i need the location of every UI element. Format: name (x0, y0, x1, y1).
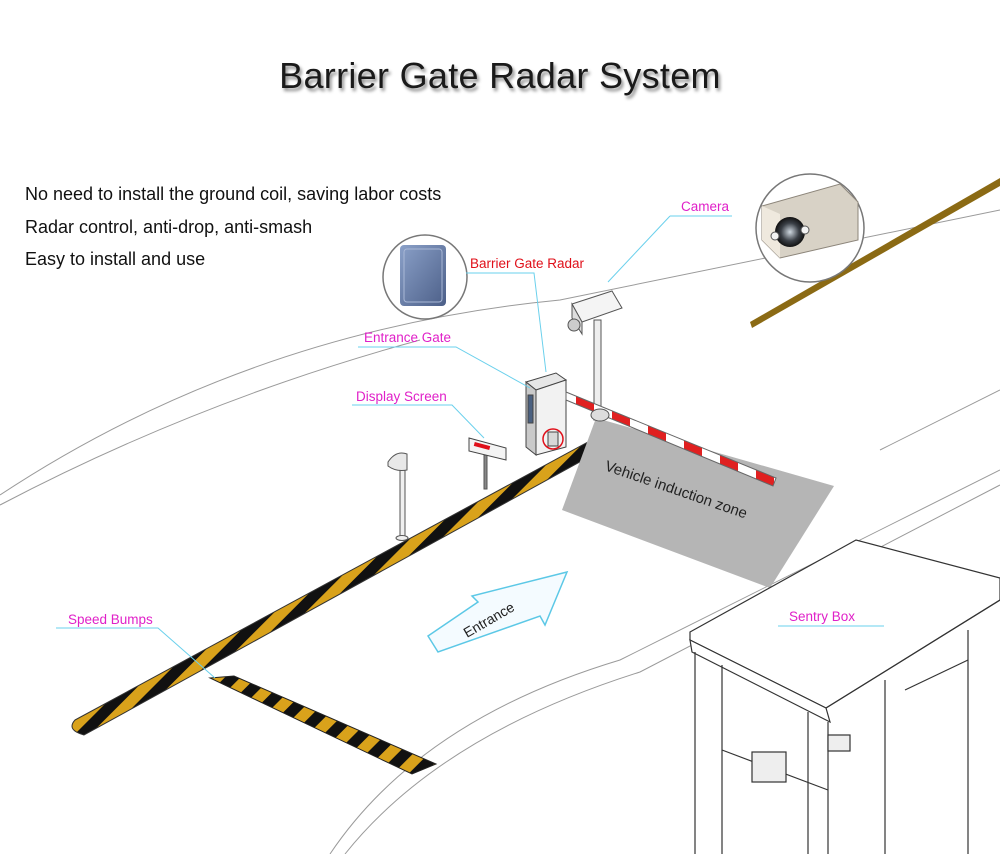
speed-bump (208, 675, 438, 775)
feature-line-3: Easy to install and use (25, 249, 206, 269)
feature-line-2: Radar control, anti-drop, anti-smash (25, 217, 313, 237)
induction-zone (562, 418, 834, 588)
road-outlines (0, 209, 1000, 855)
radar-inset (382, 234, 468, 320)
feature-line-1: No need to install the ground coil, savi… (25, 184, 442, 204)
perspective-bar (750, 178, 1000, 328)
diagram-title: Barrier Gate Radar System (279, 55, 721, 96)
sentry-box (689, 539, 1000, 854)
radar-label: Barrier Gate Radar (470, 256, 585, 271)
hazard-curb (71, 429, 617, 736)
leader-lines (56, 215, 884, 679)
entrance-gate-label: Entrance Gate (364, 330, 452, 345)
entrance-arrow (426, 570, 569, 653)
barrier-boom-arm (565, 391, 777, 487)
camera-inset (755, 173, 865, 283)
camera-pole (567, 290, 623, 421)
display-screen-sign (468, 437, 507, 490)
sentry-box-label: Sentry Box (789, 609, 856, 624)
camera-label: Camera (681, 199, 730, 214)
display-screen-label: Display Screen (356, 389, 447, 404)
street-lamp (387, 452, 409, 541)
barrier-gate-cabinet (524, 372, 568, 457)
speed-bumps-label: Speed Bumps (68, 612, 153, 627)
